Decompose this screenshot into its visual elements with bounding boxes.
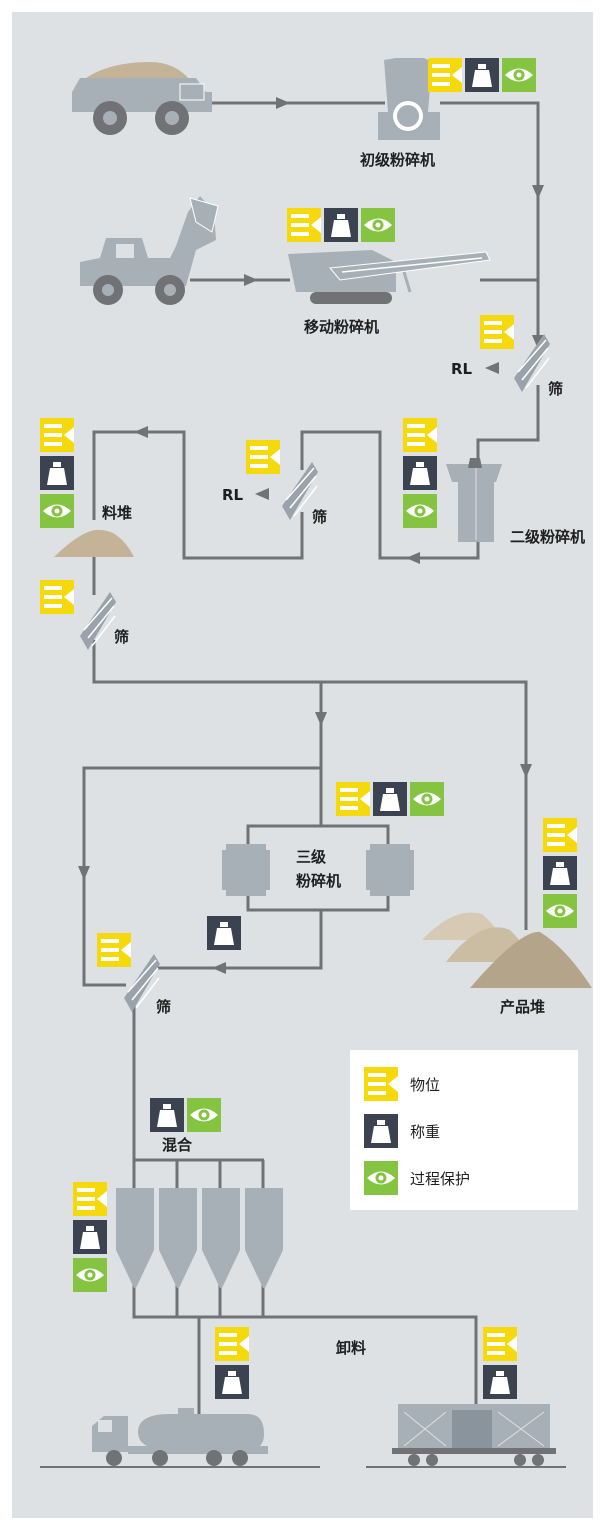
level-icon [483,1327,517,1361]
screen-label-1: 筛 [548,380,563,398]
legend-protection-label: 过程保护 [410,1170,470,1188]
level-icon [73,1182,107,1216]
mixing-label: 混合 [162,1136,193,1154]
tertiary-crusher-label-2: 粉碎机 [296,872,341,890]
eye-icon [40,494,74,528]
tertiary-crusher-icon [222,844,414,896]
unloading-label: 卸料 [336,1339,366,1357]
level-icon [40,418,74,452]
eye-icon [403,494,437,528]
level-icon [246,440,280,474]
screen-label-3: 筛 [114,628,129,646]
weight-icon [543,856,577,890]
rail-car-icon [392,1404,556,1466]
eye-icon [410,782,444,816]
weight-icon [403,456,437,490]
mobile-crusher-icon [288,250,491,304]
tanker-truck-icon [92,1408,268,1466]
weight-icon [483,1365,517,1399]
legend-weight-icon [364,1114,398,1148]
silos-icon [116,1188,283,1288]
screen-label-4: 筛 [156,998,171,1016]
stockpile-icon [54,529,134,557]
stockpile-label: 料堆 [102,504,132,522]
wheel-loader-icon [80,196,219,305]
primary-crusher-icon [378,58,440,140]
secondary-crusher-icon [446,458,502,542]
dump-truck-icon [72,62,212,135]
level-icon [97,933,131,967]
tertiary-crusher-label-1: 三级 [296,848,327,866]
rl-label-1: RL [451,360,473,378]
legend-level-icon [364,1067,398,1101]
eye-icon [543,894,577,928]
legend-weighing-label: 称重 [410,1123,440,1141]
secondary-crusher-label: 二级粉碎机 [510,528,585,546]
eye-icon [73,1258,107,1292]
level-icon [215,1327,249,1361]
weight-icon [207,916,241,950]
level-icon [40,580,74,614]
weight-icon [373,782,407,816]
product-pile-label: 产品堆 [500,998,545,1016]
primary-crusher-label: 初级粉碎机 [360,151,435,169]
product-pile-icon [422,912,592,988]
legend-level-label: 物位 [410,1076,440,1094]
eye-icon [502,58,536,92]
level-icon [403,418,437,452]
legend: 物位 称重 过程保护 [350,1050,578,1210]
level-icon [480,315,514,349]
weight-icon [150,1098,184,1132]
weight-icon [40,456,74,490]
weight-icon [215,1365,249,1399]
legend-eye-icon [364,1161,398,1195]
rl-label-2: RL [222,486,244,504]
weight-icon [324,208,358,242]
weight-icon [73,1220,107,1254]
level-icon [543,818,577,852]
level-icon [428,58,462,92]
mobile-crusher-label: 移动粉碎机 [304,318,379,336]
eye-icon [187,1098,221,1132]
level-icon [287,208,321,242]
screen-label-2: 筛 [312,508,327,526]
eye-icon [361,208,395,242]
flow-arrows [78,97,544,974]
level-icon [336,782,370,816]
weight-icon [465,58,499,92]
